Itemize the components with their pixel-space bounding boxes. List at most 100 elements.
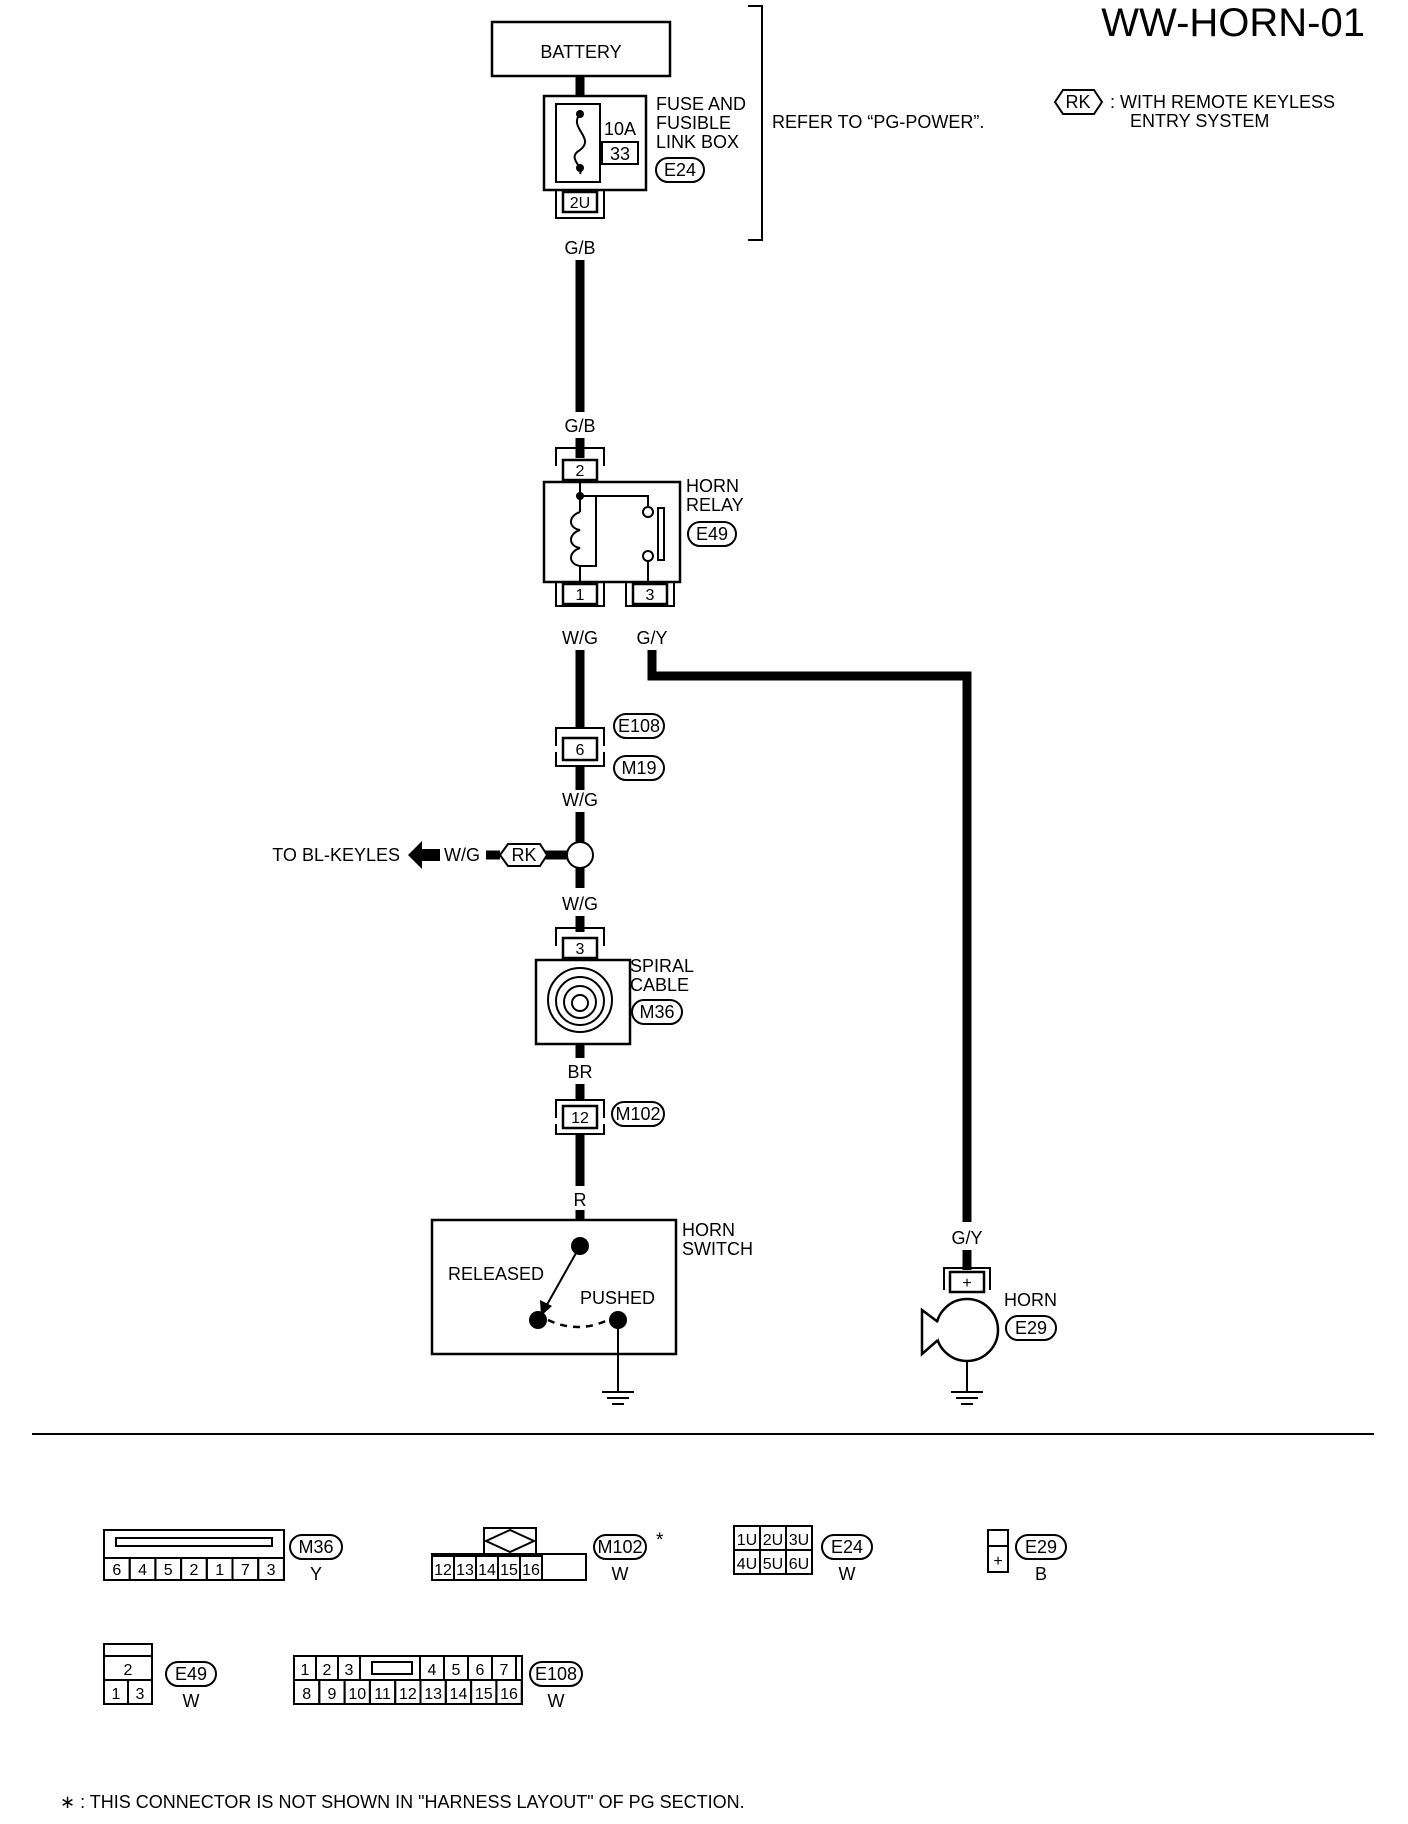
horn-ground-icon xyxy=(951,1391,983,1405)
connector-view-e29: + E29 B xyxy=(987,1529,1067,1584)
m102v-id-oval xyxy=(593,1534,647,1560)
switch-released-label: RELEASED xyxy=(448,1264,544,1284)
e24-id: E24 xyxy=(831,1537,863,1557)
e108-id-oval xyxy=(529,1661,583,1687)
wire-label-gb-bottom: G/B xyxy=(564,416,595,436)
m102v-star: * xyxy=(656,1530,664,1551)
e108-pin: 15 xyxy=(475,1686,493,1703)
m102-connector-oval xyxy=(611,1101,665,1127)
relay-pin-top: 2 xyxy=(576,463,585,480)
e108-color: W xyxy=(548,1691,565,1711)
switch-pushed-label: PUSHED xyxy=(580,1288,655,1308)
spiral-label-1: SPIRAL xyxy=(630,956,694,976)
e108-pin: 14 xyxy=(450,1686,468,1703)
relay-pin2-box xyxy=(561,458,599,482)
fuse-number: 33 xyxy=(610,144,630,164)
m36-pin: 7 xyxy=(241,1562,250,1579)
e29-color: B xyxy=(1035,1564,1047,1584)
relay-pin-right: 3 xyxy=(646,587,655,604)
e108-pin: 12 xyxy=(399,1686,417,1703)
joint-connector: 6 E108 M19 xyxy=(555,713,665,781)
e108-pin: 8 xyxy=(302,1686,311,1703)
refer-text: REFER TO “PG-POWER”. xyxy=(772,112,984,132)
m102-key-icon xyxy=(483,1528,537,1554)
wire-label-gy-horn: G/Y xyxy=(951,1228,982,1248)
m36-id: M36 xyxy=(298,1537,333,1557)
relay-coil xyxy=(570,511,581,567)
horn-terminal-box xyxy=(948,1270,986,1294)
relay-connector-oval xyxy=(687,521,737,547)
spiral-cable: 3 SPIRAL CABLE M36 xyxy=(534,927,694,1046)
rk-badge-shape xyxy=(1053,89,1104,115)
ground-icon xyxy=(602,1391,634,1405)
switch-label-1: HORN xyxy=(682,1220,735,1240)
spiral-pin-frame xyxy=(555,927,605,946)
horn-body xyxy=(934,1297,1000,1363)
fuse-connector-oval xyxy=(655,157,705,183)
e24-pin: 5U xyxy=(763,1556,783,1573)
e108-pin: 16 xyxy=(500,1686,518,1703)
branch-badge-shape xyxy=(498,843,549,867)
e108-pin: 6 xyxy=(476,1662,485,1679)
fuse-terminal-frame xyxy=(555,190,605,219)
e108-pin: 2 xyxy=(323,1662,332,1679)
spiral-ring-1 xyxy=(547,967,613,1033)
connector-view-e49: 2 1 3 E49 W xyxy=(103,1643,217,1711)
joint-connector-a-oval xyxy=(613,713,665,739)
m102-connector: M102 xyxy=(615,1104,660,1124)
spiral-box xyxy=(534,958,632,1046)
m36-pin: 3 xyxy=(267,1562,276,1579)
horn: + HORN E29 xyxy=(920,1250,1057,1405)
spiral-ring-4 xyxy=(571,994,589,1012)
fuse-terminal: 2U xyxy=(570,195,590,212)
wire-label-wg-relay: W/G xyxy=(562,628,598,648)
e108-pin-cell xyxy=(495,1679,523,1705)
splice-point xyxy=(566,841,594,869)
relay-contact-top xyxy=(642,506,654,518)
e24-pin: 6U xyxy=(789,1556,809,1573)
battery-label: BATTERY xyxy=(540,42,621,62)
relay-pin3-box xyxy=(631,582,669,606)
e24-pin: 1U xyxy=(737,1532,757,1549)
relay-label-1: HORN xyxy=(686,476,739,496)
wire-gy-horn xyxy=(647,650,972,1222)
e29-id-oval xyxy=(1015,1534,1067,1560)
diagram-title: WW-HORN-01 xyxy=(1101,1,1365,45)
e108-pin: 7 xyxy=(500,1662,509,1679)
relay-label-2: RELAY xyxy=(686,495,744,515)
joint-connector-b: M19 xyxy=(621,758,656,778)
spiral-ring-3 xyxy=(563,985,597,1019)
fuse-block: 10A 33 FUSE AND FUSIBLE LINK BOX E24 2U xyxy=(542,94,746,219)
relay-pin1-box xyxy=(561,582,599,606)
m102v-pin: 13 xyxy=(456,1562,474,1579)
relay-pin1-frame xyxy=(555,582,605,607)
m36-pin: 5 xyxy=(164,1562,173,1579)
horn-terminal-frame xyxy=(943,1267,991,1290)
legend: RK : WITH REMOTE KEYLESS ENTRY SYSTEM xyxy=(1053,89,1335,131)
wire-label-gb-top: G/B xyxy=(564,238,595,258)
e108-id: E108 xyxy=(535,1664,577,1684)
m36-pin-cell xyxy=(257,1557,285,1581)
horn-bell-icon xyxy=(920,1307,939,1357)
relay-contact-bottom xyxy=(642,550,654,562)
legend-text-2: ENTRY SYSTEM xyxy=(1130,111,1269,131)
spiral-ring-2 xyxy=(555,976,605,1026)
e24-pin: 2U xyxy=(763,1532,783,1549)
m102-tab xyxy=(483,1527,537,1555)
m102v-pin: 16 xyxy=(522,1562,540,1579)
e108-pin: 1 xyxy=(301,1662,310,1679)
m102-pin-box xyxy=(561,1104,599,1130)
e108-pin: 10 xyxy=(348,1686,366,1703)
m36-pin: 2 xyxy=(189,1562,198,1579)
fuse-connector: E24 xyxy=(664,160,696,180)
horn-terminal: + xyxy=(962,1275,971,1292)
fuse-label-3: LINK BOX xyxy=(656,132,739,152)
wire-label-wg-branch: W/G xyxy=(444,845,480,865)
relay-contact-feed xyxy=(580,495,649,506)
m36-color: Y xyxy=(310,1564,322,1584)
